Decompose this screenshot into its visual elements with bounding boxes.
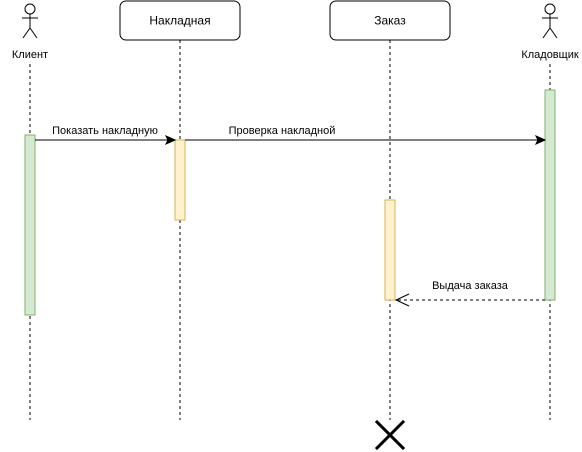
- actor-client[interactable]: Клиент: [12, 3, 48, 61]
- actor-storekeeper-label: Кладовщик: [521, 49, 579, 61]
- object-order[interactable]: Заказ: [329, 0, 451, 41]
- object-invoice-label: Накладная: [149, 14, 210, 28]
- open-arrow-head-icon: [394, 293, 410, 307]
- message-show-invoice-label: Показать накладную: [52, 125, 158, 137]
- actor-client-icon: [22, 3, 38, 39]
- message-issue-order-label: Выдача заказа: [432, 280, 509, 292]
- message-check-invoice-label: Проверка накладной: [229, 125, 336, 137]
- message-issue-order[interactable]: Выдача заказа: [394, 280, 545, 307]
- actor-client-label: Клиент: [12, 49, 48, 61]
- activation-order[interactable]: [384, 199, 396, 301]
- message-show-invoice[interactable]: Показать накладную: [35, 125, 177, 146]
- object-invoice[interactable]: Накладная: [119, 0, 241, 41]
- message-check-invoice[interactable]: Проверка накладной: [185, 125, 547, 146]
- actor-storekeeper-icon: [542, 3, 558, 39]
- object-invoice-box: [119, 0, 241, 41]
- arrow-head-icon: [534, 134, 547, 146]
- object-order-box: [329, 0, 451, 41]
- activation-storekeeper[interactable]: [544, 89, 556, 301]
- object-order-label: Заказ: [374, 14, 406, 28]
- arrow-head-icon: [164, 134, 177, 146]
- activation-client[interactable]: [24, 134, 36, 316]
- destroy-icon: [374, 419, 406, 451]
- actor-storekeeper[interactable]: Кладовщик: [521, 3, 579, 61]
- activation-invoice[interactable]: [174, 139, 186, 221]
